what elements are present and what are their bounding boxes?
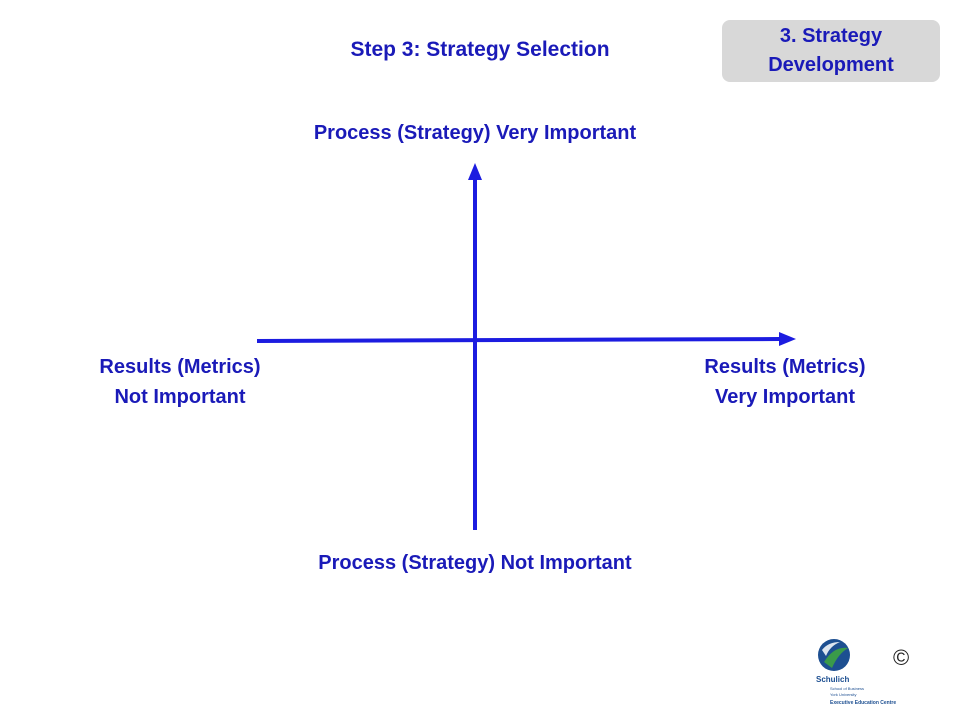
schulich-logo-icon: Schulich School of Business York Univers… [816, 639, 896, 706]
logo-line-2: York University [830, 692, 857, 697]
badge-line-1: 3. Strategy [779, 25, 883, 47]
logo-name: Schulich [816, 675, 849, 684]
copyright-symbol: © [893, 645, 910, 670]
badge-line-2: Development [768, 54, 894, 76]
horizontal-axis-arrowhead [779, 332, 796, 346]
axis-label-left: Results (Metrics) Not Important [99, 356, 261, 408]
section-badge: 3. Strategy Development [722, 20, 940, 82]
logo-line-1: School of Business [830, 686, 864, 691]
logo-line-3: Executive Education Centre [830, 700, 896, 706]
vertical-axis-arrowhead [468, 163, 482, 180]
schulich-logo: Schulich School of Business York Univers… [814, 636, 914, 711]
horizontal-axis [256, 337, 781, 343]
axis-label-top: Process (Strategy) Very Important [313, 122, 637, 144]
axis-label-right: Results (Metrics) Very Important [704, 356, 866, 408]
axis-label-bottom: Process (Strategy) Not Important [318, 552, 632, 574]
slide-title: Step 3: Strategy Selection [350, 38, 610, 61]
